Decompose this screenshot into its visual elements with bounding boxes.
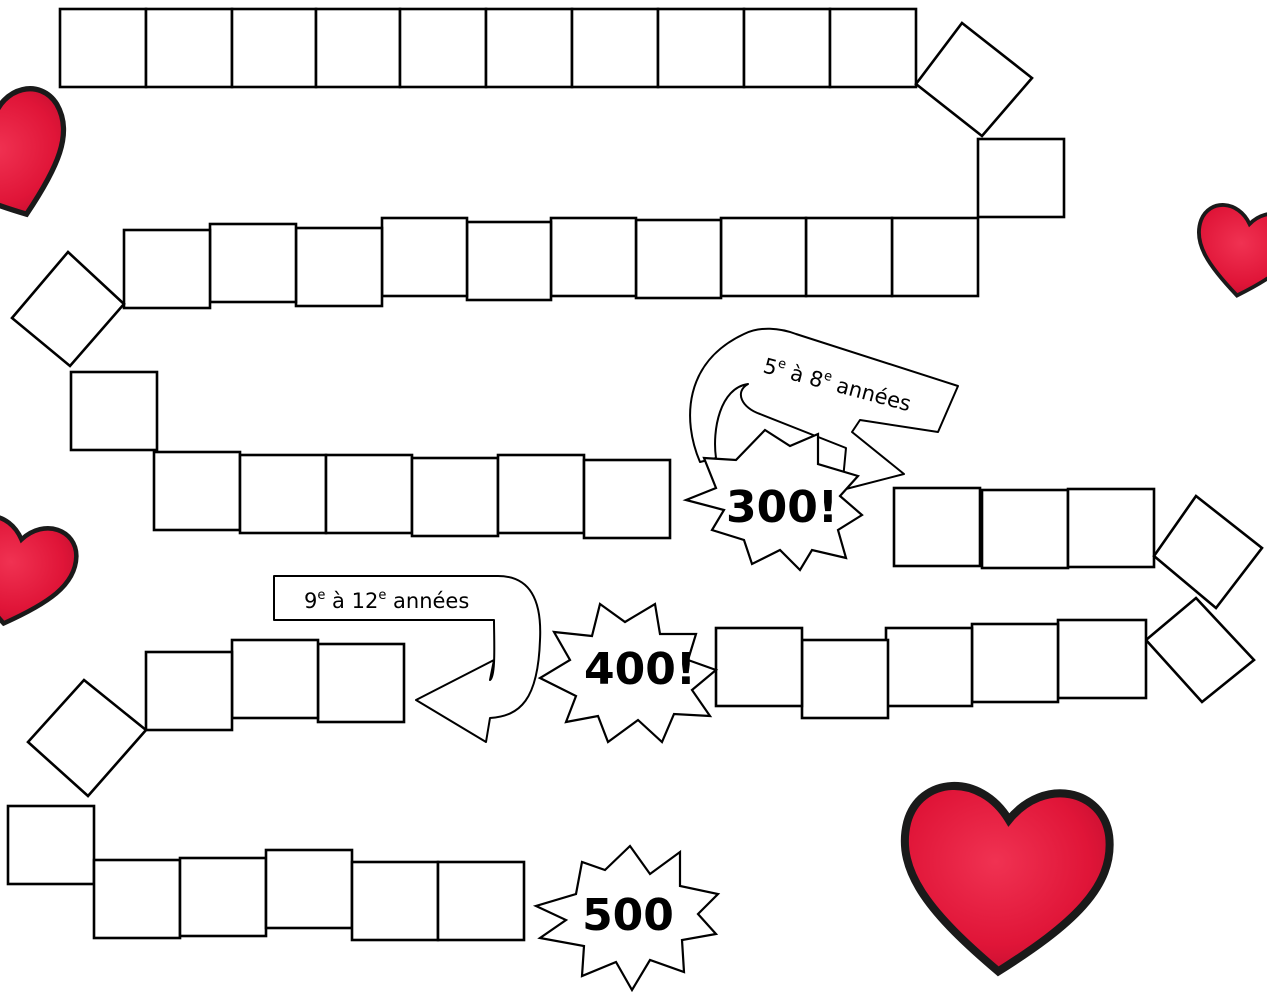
path-row-6 xyxy=(28,640,404,796)
board-square xyxy=(584,460,670,538)
board-square xyxy=(467,222,551,300)
board-square xyxy=(266,850,352,928)
board-square xyxy=(636,220,721,298)
board-square xyxy=(154,452,240,530)
board-square xyxy=(124,230,210,308)
board-square xyxy=(892,218,978,296)
heart-decoration-icon xyxy=(896,783,1113,979)
board-square xyxy=(972,624,1058,702)
board-square xyxy=(1058,620,1146,698)
board-square xyxy=(316,9,400,87)
board-square xyxy=(802,640,888,718)
board-square xyxy=(232,9,316,87)
board-square xyxy=(180,858,266,936)
board-square xyxy=(318,644,404,722)
board-square xyxy=(28,680,146,796)
board-square xyxy=(658,9,744,87)
board-square xyxy=(716,628,802,706)
path-row-1 xyxy=(60,9,1032,136)
board-square xyxy=(12,252,124,366)
path-row-2 xyxy=(12,139,1064,366)
milestone-500-label: 500 xyxy=(582,890,674,941)
heart-decoration-icon xyxy=(1189,201,1267,304)
board-square xyxy=(296,228,382,306)
board-square xyxy=(382,218,467,296)
path-row-5 xyxy=(716,620,1146,718)
milestone-400-label: 400! xyxy=(584,644,696,695)
heart-decoration-icon xyxy=(0,80,89,237)
board-square xyxy=(916,23,1032,136)
board-square xyxy=(146,9,232,87)
board-square xyxy=(894,488,980,566)
board-square xyxy=(210,224,296,302)
board-square xyxy=(400,9,486,87)
board-square xyxy=(240,455,326,533)
path-row-7 xyxy=(8,806,524,940)
board-square xyxy=(1146,598,1254,702)
board-square xyxy=(886,628,972,706)
board-square xyxy=(326,455,412,533)
board-square xyxy=(94,860,180,938)
board-square xyxy=(982,490,1068,568)
board-square xyxy=(60,9,146,87)
milestone-400-burst: 400! xyxy=(540,604,716,742)
path-row-3 xyxy=(71,372,670,538)
board-square xyxy=(572,9,658,87)
board-square xyxy=(551,218,636,296)
heart-decoration-icon xyxy=(0,511,82,636)
grades-9-12-label: 9e à 12e années xyxy=(304,588,469,613)
board-square xyxy=(1154,496,1262,608)
board-square xyxy=(146,652,232,730)
milestone-300-label: 300! xyxy=(726,482,838,533)
board-square xyxy=(232,640,318,718)
board-square xyxy=(486,9,572,87)
board-square xyxy=(438,862,524,940)
board-square xyxy=(1068,489,1154,567)
board-square xyxy=(498,455,584,533)
board-square xyxy=(806,218,892,296)
board-square xyxy=(71,372,157,450)
board-square xyxy=(8,806,94,884)
board-square xyxy=(721,218,806,296)
board-square xyxy=(830,9,916,87)
board-square xyxy=(978,139,1064,217)
board-square xyxy=(744,9,830,87)
milestone-500-burst: 500 xyxy=(536,846,718,990)
board-square xyxy=(412,458,498,536)
board-square xyxy=(352,862,438,940)
